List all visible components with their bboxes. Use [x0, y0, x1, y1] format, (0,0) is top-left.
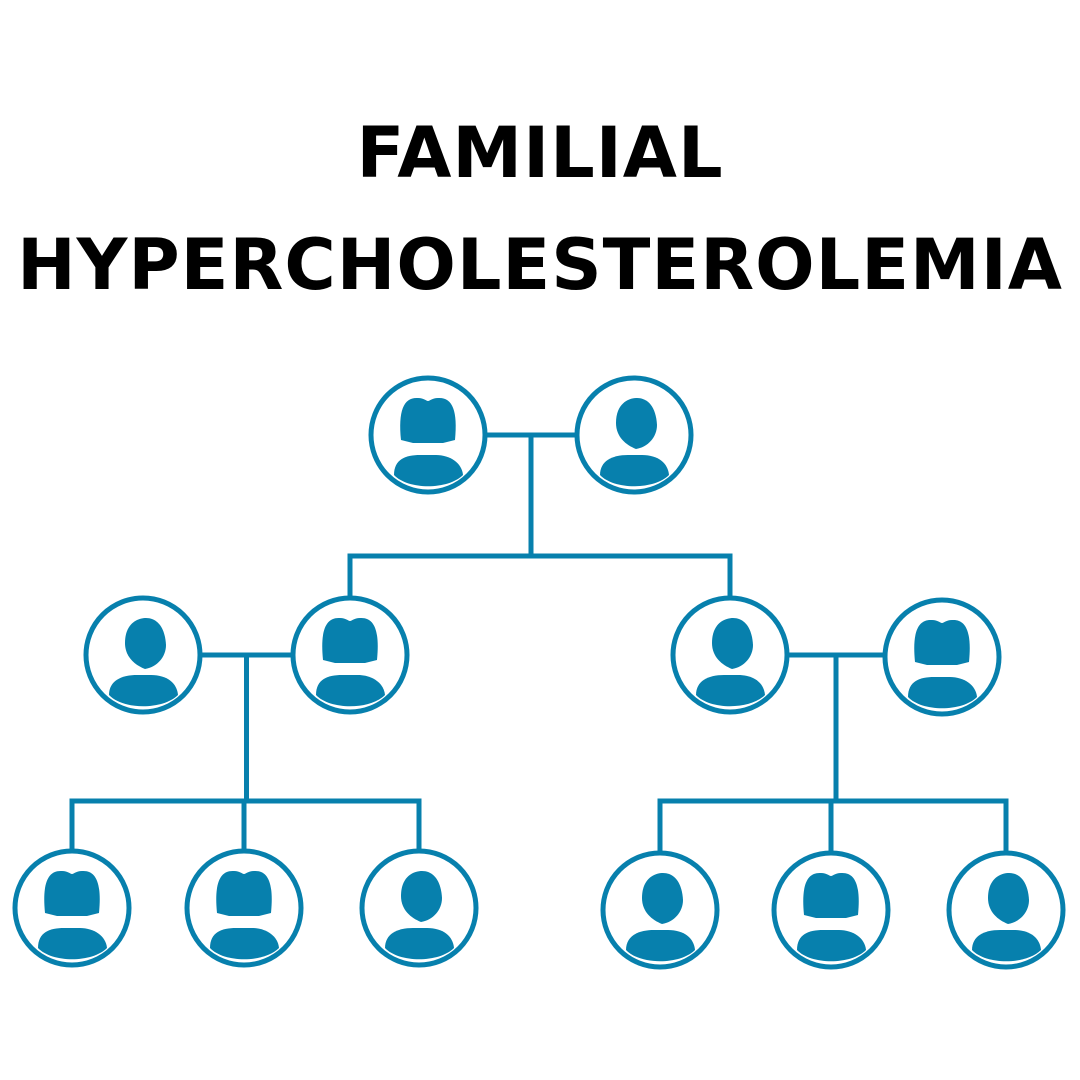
- body-icon: [38, 928, 107, 960]
- female-hair-icon: [400, 397, 456, 443]
- male-member: [946, 850, 1066, 970]
- person-icon: [600, 398, 669, 487]
- female-member: [290, 595, 410, 715]
- female-member: [184, 848, 304, 968]
- male-head-icon: [125, 618, 166, 669]
- female-hair-icon: [322, 617, 378, 663]
- male-head-icon: [616, 398, 657, 449]
- person-icon: [972, 873, 1041, 962]
- female-hair-icon: [803, 872, 859, 918]
- pedigree-members: [12, 375, 1066, 970]
- male-head-icon: [988, 873, 1029, 924]
- female-hair-icon: [914, 619, 970, 665]
- title-line-1: FAMILIAL: [356, 112, 724, 194]
- female-member: [12, 848, 132, 968]
- female-member: [882, 597, 1002, 717]
- body-icon: [626, 930, 695, 962]
- male-member: [359, 848, 479, 968]
- person-icon: [394, 397, 463, 487]
- female-hair-icon: [216, 870, 272, 916]
- person-icon: [626, 873, 695, 962]
- body-icon: [972, 930, 1041, 962]
- female-hair-icon: [44, 870, 100, 916]
- person-icon: [38, 870, 107, 960]
- female-member: [771, 850, 891, 970]
- male-member: [670, 595, 790, 715]
- body-icon: [696, 675, 765, 707]
- body-icon: [210, 928, 279, 960]
- body-icon: [316, 675, 385, 707]
- person-icon: [797, 872, 866, 962]
- male-member: [83, 595, 203, 715]
- title-line-2: HYPERCHOLESTEROLEMIA: [17, 224, 1063, 306]
- person-icon: [696, 618, 765, 707]
- male-member: [574, 375, 694, 495]
- male-head-icon: [712, 618, 753, 669]
- body-icon: [797, 930, 866, 962]
- person-icon: [908, 619, 977, 709]
- body-icon: [600, 455, 669, 487]
- male-head-icon: [642, 873, 683, 924]
- body-icon: [385, 928, 454, 960]
- male-head-icon: [401, 871, 442, 922]
- male-member: [600, 850, 720, 970]
- pedigree-connectors: [69, 432, 1009, 856]
- body-icon: [109, 675, 178, 707]
- person-icon: [316, 617, 385, 707]
- person-icon: [109, 618, 178, 707]
- body-icon: [908, 677, 977, 709]
- person-icon: [385, 871, 454, 960]
- female-member: [368, 375, 488, 495]
- person-icon: [210, 870, 279, 960]
- body-icon: [394, 455, 463, 487]
